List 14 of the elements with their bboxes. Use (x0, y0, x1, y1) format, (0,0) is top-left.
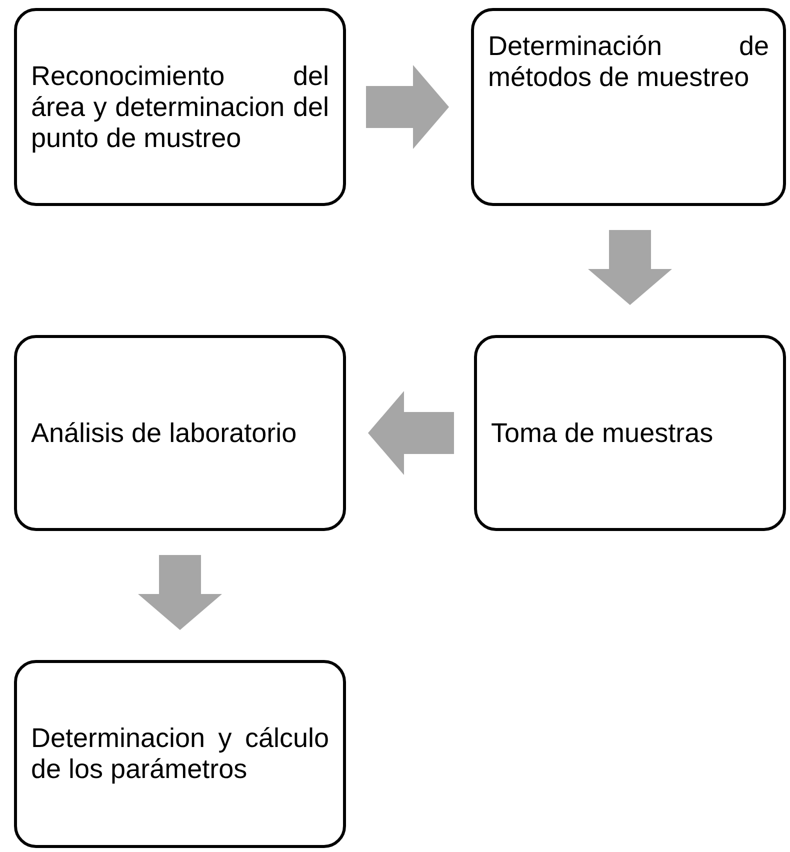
process-box (14, 335, 346, 531)
step-text: Determinacion y cálculo de los parámetros (31, 723, 329, 785)
process-box (474, 335, 786, 531)
process-box (14, 8, 346, 206)
process-box (14, 660, 346, 848)
step-text: Toma de muestras (491, 418, 714, 448)
block-arrow (588, 230, 672, 305)
process-box (471, 8, 786, 206)
step-text: Análisis de laboratorio (31, 418, 298, 448)
step-text: Reconocimiento del área y determinacion del punto de mustreo (31, 60, 329, 154)
block-arrow (138, 555, 222, 630)
block-arrow (368, 391, 454, 475)
step-text: Determinación de métodos de muestreo (488, 31, 769, 93)
block-arrow (366, 65, 449, 149)
